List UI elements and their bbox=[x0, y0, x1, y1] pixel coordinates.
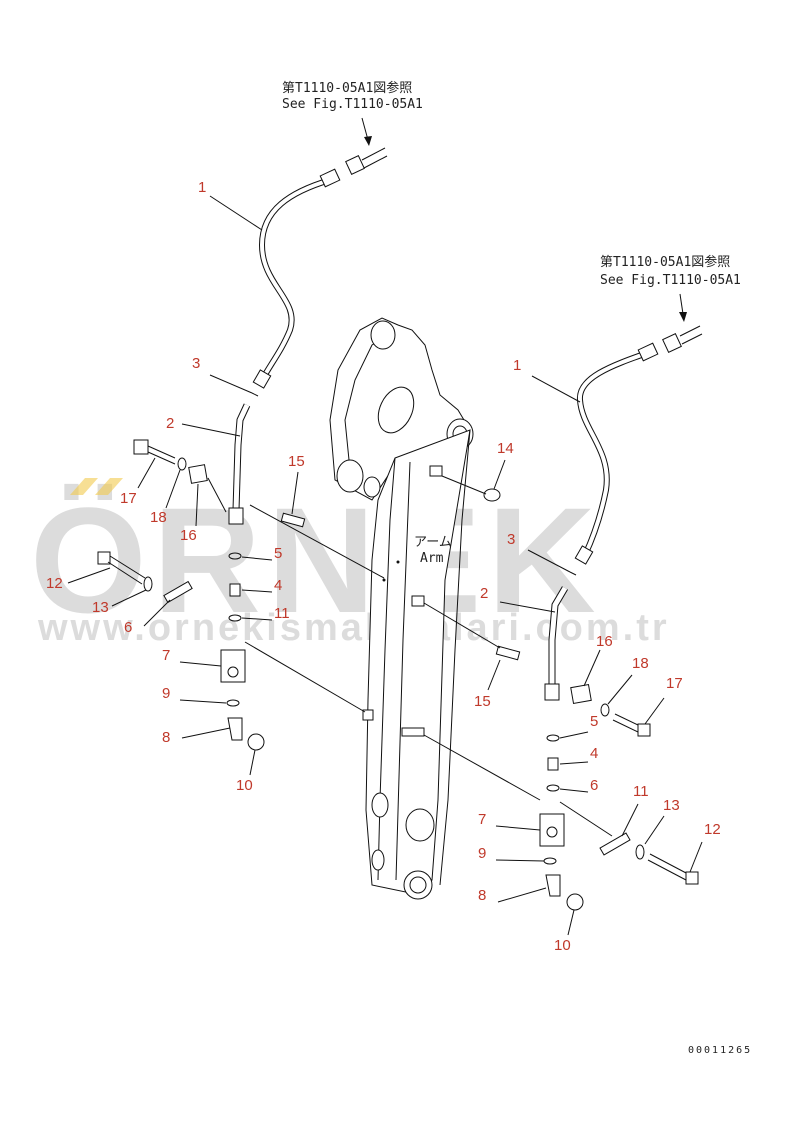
callout-3: 3 bbox=[192, 355, 200, 372]
callout-18: 18 bbox=[150, 509, 167, 526]
drawing-code: 00011265 bbox=[688, 1045, 752, 1056]
callout-5: 5 bbox=[590, 713, 598, 730]
callout-4: 4 bbox=[274, 577, 282, 594]
callout-7: 7 bbox=[478, 811, 486, 828]
watermark-accent-right bbox=[95, 478, 123, 495]
callout-13: 13 bbox=[663, 797, 680, 814]
callout-16: 16 bbox=[180, 527, 197, 544]
callout-10: 10 bbox=[236, 777, 253, 794]
callout-18: 18 bbox=[632, 655, 649, 672]
callout-15: 15 bbox=[474, 693, 491, 710]
callout-1: 1 bbox=[198, 179, 206, 196]
callout-11: 6 bbox=[124, 619, 132, 636]
watermark-url: www.ornekismakinalari.com.tr bbox=[37, 607, 670, 649]
reference-right-jp: 第T1110-05A1図参照 bbox=[600, 254, 730, 270]
callout-2: 2 bbox=[166, 415, 174, 432]
callout-17: 17 bbox=[120, 490, 137, 507]
reference-right-en: See Fig.T1110-05A1 bbox=[600, 273, 741, 288]
watermark-accent-left bbox=[70, 478, 98, 495]
callout-15: 15 bbox=[288, 453, 305, 470]
reference-note-right: 第T1110-05A1図参照 See Fig.T1110-05A1 bbox=[600, 254, 741, 322]
arm-assembly: アーム Arm bbox=[329, 317, 474, 900]
reference-note-left: 第T1110-05A1図参照 See Fig.T1110-05A1 bbox=[282, 80, 423, 146]
watermark-brand: ÖRNEK bbox=[30, 476, 602, 644]
callout-5: 5 bbox=[274, 545, 282, 562]
callout-6: 11 bbox=[274, 605, 290, 622]
callouts-left: 1 3 2 15 17 18 16 5 12 4 13 11 6 7 9 8 1… bbox=[46, 179, 305, 794]
callout-1: 1 bbox=[513, 357, 521, 374]
callout-16: 16 bbox=[596, 633, 613, 650]
arm-label-en: Arm bbox=[420, 551, 444, 566]
callout-17: 17 bbox=[666, 675, 683, 692]
callout-6: 6 bbox=[590, 777, 598, 794]
callout-3: 3 bbox=[507, 531, 515, 548]
callout-14: 14 bbox=[497, 440, 514, 457]
callout-12: 12 bbox=[46, 575, 63, 592]
arrow-icon bbox=[679, 312, 687, 322]
arm-label-jp: アーム bbox=[414, 535, 452, 550]
callout-10: 10 bbox=[554, 937, 571, 954]
callout-12: 12 bbox=[704, 821, 721, 838]
callout-8: 8 bbox=[478, 887, 486, 904]
callout-7: 7 bbox=[162, 647, 170, 664]
callout-8: 8 bbox=[162, 729, 170, 746]
callout-4: 4 bbox=[590, 745, 598, 762]
arrow-icon bbox=[364, 136, 372, 146]
left-hose-assembly bbox=[97, 147, 388, 751]
callout-11: 11 bbox=[633, 783, 649, 800]
reference-left-en: See Fig.T1110-05A1 bbox=[282, 97, 423, 112]
right-hose-assembly bbox=[423, 325, 703, 911]
callout-9: 9 bbox=[478, 845, 486, 862]
callout-13: 13 bbox=[92, 599, 109, 616]
callout-9: 9 bbox=[162, 685, 170, 702]
watermark: ÖRNEK www.ornekismakinalari.com.tr bbox=[30, 476, 670, 649]
callout-2: 2 bbox=[480, 585, 488, 602]
reference-left-jp: 第T1110-05A1図参照 bbox=[282, 80, 412, 96]
callouts-right: 1 14 3 2 16 18 17 15 5 4 6 11 13 12 7 9 … bbox=[474, 357, 721, 954]
